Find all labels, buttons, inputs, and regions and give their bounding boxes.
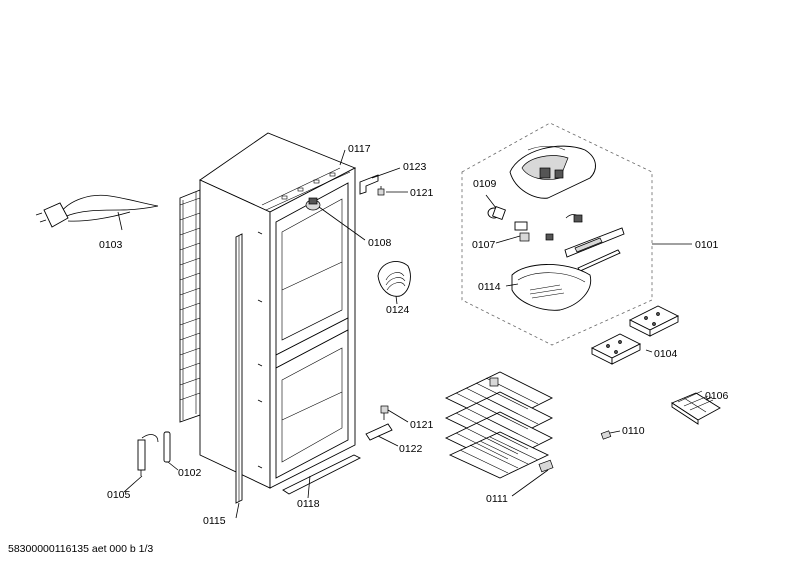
label-0107: 0107 — [472, 239, 496, 251]
switch-wiring — [545, 214, 625, 272]
refrigerator-cabinet — [199, 132, 357, 489]
sensor-tube — [163, 431, 171, 463]
lamp-bulb — [487, 206, 506, 220]
fan-cover — [377, 261, 411, 297]
label-0121-top: 0121 — [410, 187, 434, 199]
label-0114: 0114 — [478, 281, 501, 293]
part-labels: 0117 0123 0121 0109 0103 0108 0107 0101 … — [99, 143, 729, 527]
mounting-bracket-top — [359, 174, 385, 196]
small-fitting — [600, 430, 612, 440]
mounting-bracket-bottom — [365, 405, 393, 441]
label-0102: 0102 — [178, 467, 202, 479]
ice-packs — [590, 305, 680, 365]
label-0111: 0111 — [486, 493, 508, 505]
door-seal-strip — [235, 233, 243, 504]
leader-lines — [117, 149, 713, 519]
label-0104: 0104 — [654, 348, 678, 360]
label-0106: 0106 — [705, 390, 729, 402]
label-0122: 0122 — [399, 443, 423, 455]
light-cover — [511, 264, 592, 311]
label-0117: 0117 — [348, 143, 371, 155]
label-0101: 0101 — [695, 239, 719, 251]
condenser-coil — [179, 189, 201, 423]
label-0124: 0124 — [386, 304, 410, 316]
label-0110: 0110 — [622, 425, 645, 437]
label-0118: 0118 — [297, 498, 320, 510]
wire-shelves — [444, 371, 554, 479]
label-0123: 0123 — [403, 161, 427, 173]
label-0109: 0109 — [473, 178, 497, 190]
label-0103: 0103 — [99, 239, 123, 251]
power-cord — [35, 194, 159, 228]
thermostat-sensor — [137, 434, 159, 476]
document-footer: 58300000116135 aet 000 b 1/3 — [8, 543, 153, 555]
bottom-strip — [282, 454, 362, 495]
label-0108: 0108 — [368, 237, 392, 249]
lamp-socket — [514, 221, 530, 242]
label-0105: 0105 — [107, 489, 131, 501]
thermostat-knob — [305, 197, 321, 211]
evaporator-assembly — [461, 122, 653, 346]
ice-tray — [671, 390, 721, 425]
label-0115: 0115 — [203, 515, 226, 527]
label-0121-bottom: 0121 — [410, 419, 434, 431]
